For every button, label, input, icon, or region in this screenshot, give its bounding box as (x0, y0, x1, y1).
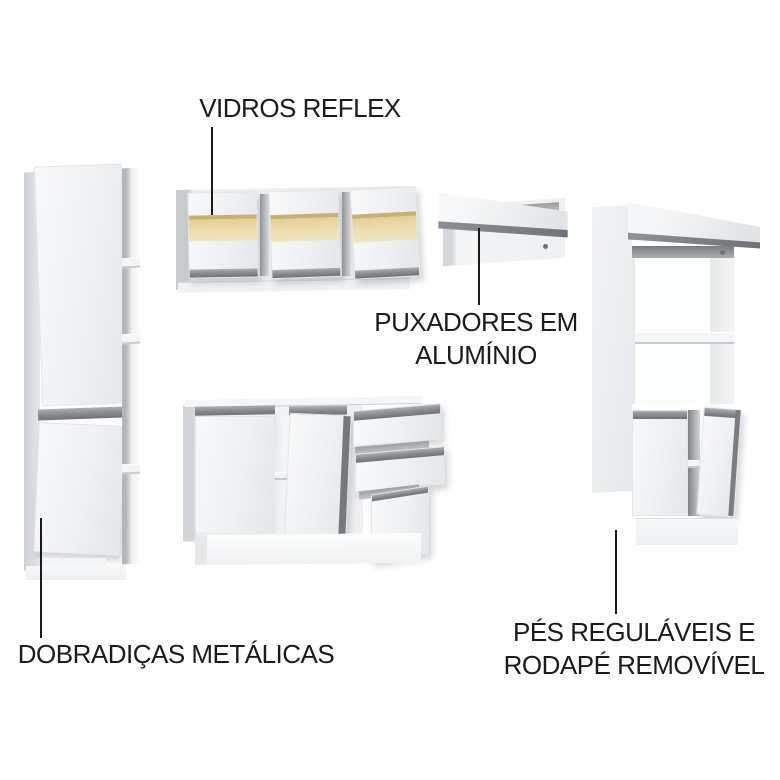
oven-tower-top-opening (632, 246, 734, 258)
annotation-pes-regulaveis: PÉS REGULÁVEIS E RODAPÉ REMOVÍVEL (500, 616, 768, 682)
oven-tower-door-right-ajar (696, 406, 742, 518)
tall-cabinet-left (24, 160, 140, 584)
annotation-vidros-reflex: VIDROS REFLEX (150, 92, 450, 125)
wall-door-handle (189, 268, 258, 278)
annotation-text-line: PÉS REGULÁVEIS E (513, 617, 755, 647)
annotation-puxadores-aluminio: PUXADORES EM ALUMÍNIO (346, 306, 606, 372)
oven-tower-front (632, 198, 742, 546)
oven-tower-plinth (636, 518, 738, 545)
wall-door-handle (272, 267, 341, 279)
reflex-glass-strip (351, 211, 418, 243)
plinth-side-face (195, 534, 207, 565)
leader-line-pes (615, 530, 617, 614)
leader-line-dobradicas (40, 518, 42, 638)
annotation-text-line: ALUMÍNIO (415, 340, 537, 370)
reflex-glass-strip (270, 212, 340, 243)
annotation-text-line: PUXADORES EM (374, 307, 578, 337)
interior-shelf-edge (275, 472, 289, 480)
oven-tower-cabinet (592, 198, 760, 550)
flip-door-hinge-dot (720, 250, 725, 255)
compartment-shelf-board (635, 332, 734, 344)
oven-tower-door-left (632, 410, 688, 516)
wall-cabinet-fliptop (437, 188, 571, 272)
niche-shelf-board (122, 257, 140, 269)
tall-cabinet-left-handle (37, 406, 125, 421)
compartment-interior-wall (710, 258, 734, 404)
wall-cabinet-glass (176, 184, 421, 298)
door-edge-dark (728, 410, 741, 517)
fliptop-hinge-dot (543, 244, 548, 249)
oven-tower-lower-section (632, 404, 742, 518)
wall-cabinet-door-2 (268, 188, 342, 280)
wall-cabinet-door-gap (260, 194, 269, 276)
wall-cabinet-door-3 (349, 186, 421, 280)
annotation-text-line: RODAPÉ REMOVÍVEL (503, 650, 765, 680)
tall-cabinet-left-upper-door (33, 163, 131, 407)
niche-shelf-board (122, 333, 140, 345)
base-cabinet-plinth (195, 533, 421, 565)
annotation-dobradicas-metalicas: DOBRADIÇAS METÁLICAS (16, 638, 336, 671)
wall-cabinet-door-gap (342, 192, 351, 276)
tall-cabinet-left-shelf-niche (122, 167, 140, 565)
drawer-handle (354, 404, 440, 421)
tall-cabinet-left-lower-door-open (33, 422, 125, 556)
base-cabinet-door-middle-ajar (284, 412, 352, 538)
interior-shelf-edge (688, 460, 700, 468)
base-cabinet-drawer-2-open (355, 446, 445, 492)
oven-tower-open-compartment (632, 258, 734, 404)
base-door-handle (195, 405, 275, 416)
oven-door-handle (633, 411, 687, 419)
leader-line-vidros (211, 127, 213, 215)
annotation-text-line: VIDROS REFLEX (199, 93, 401, 123)
base-cabinet (183, 395, 451, 570)
base-cabinet-door-left (195, 416, 275, 534)
reflex-glass-strip (188, 214, 258, 242)
annotation-text-line: DOBRADIÇAS METÁLICAS (17, 639, 335, 669)
leader-line-puxadores (478, 228, 480, 305)
wall-cabinet-door-1 (187, 191, 259, 279)
tall-cabinet-left-base-board (26, 566, 126, 580)
niche-shelf-board (122, 463, 140, 475)
